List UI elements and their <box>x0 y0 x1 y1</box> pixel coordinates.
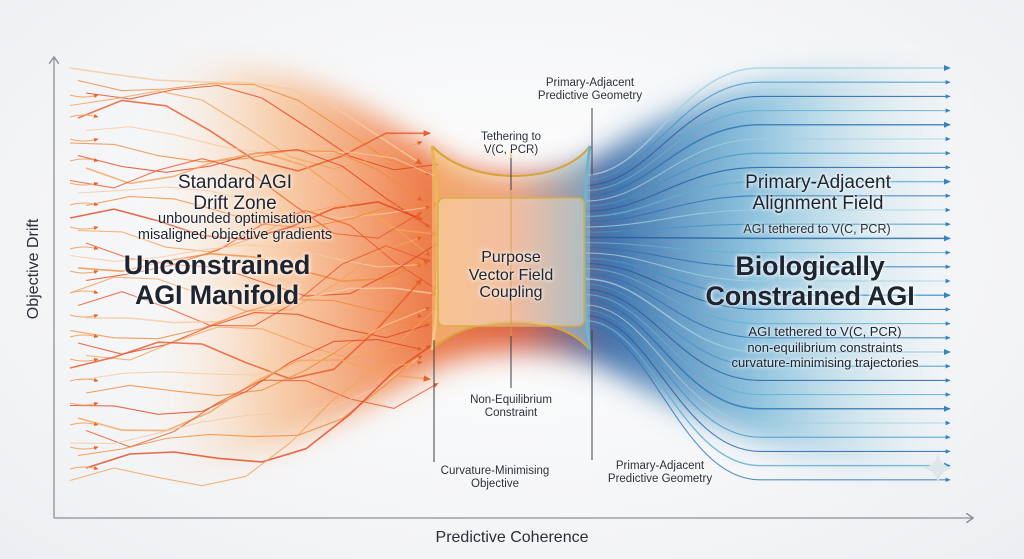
aligned-stream-line <box>584 80 951 181</box>
aligned-stream-line <box>584 304 951 426</box>
drift-stream-line <box>85 287 439 324</box>
drift-arrow <box>69 358 99 363</box>
drift-arrow <box>69 421 99 426</box>
drift-stream-line <box>85 151 439 237</box>
drift-stream-line <box>69 90 423 170</box>
drift-stream-line <box>77 203 431 257</box>
drift-stream-line <box>85 210 439 291</box>
drift-stream-line <box>85 242 439 297</box>
y-axis-label: Objective Drift <box>25 218 43 320</box>
drift-stream-line <box>69 360 423 487</box>
drift-arrow <box>69 446 99 451</box>
aligned-stream-line <box>584 299 951 412</box>
aligned-stream-lines <box>584 65 951 482</box>
drift-stream-line <box>69 201 423 241</box>
drift-arrow <box>69 94 99 99</box>
drift-stream-line <box>69 339 423 415</box>
drift-stream-line <box>69 236 423 312</box>
drift-arrow <box>69 314 99 319</box>
x-axis-label: Predictive Coherence <box>435 529 589 546</box>
coupling-lens <box>430 145 592 351</box>
aligned-stream-line <box>584 136 951 202</box>
bottom-geometry-label: Primary-Adjacent Predictive Geometry <box>607 460 713 485</box>
top-geometry-label: Primary-Adjacent Predictive Geometry <box>537 77 643 102</box>
aligned-stream-line <box>584 314 951 454</box>
axes <box>54 58 972 518</box>
non-equilibrium-label: Non-Equilibrium Constraint <box>470 394 552 419</box>
drift-zone-title: Standard AGI Drift Zone <box>177 172 293 215</box>
aligned-stream-line <box>584 278 951 355</box>
drift-stream-lines <box>69 67 439 487</box>
unconstrained-manifold-title: Unconstrained AGI Manifold <box>123 250 311 310</box>
drift-arrow <box>69 226 99 231</box>
aligned-stream-line <box>584 94 951 186</box>
drift-stream-line <box>77 252 431 282</box>
drift-arrow <box>69 465 99 470</box>
drift-arrow <box>69 333 99 338</box>
drift-stream-line <box>69 298 423 340</box>
drift-stream-line <box>77 245 431 327</box>
curvature-label: Curvature-Minimising Objective <box>440 465 550 490</box>
aligned-stream-line <box>584 235 951 242</box>
drift-stream-line <box>69 244 423 268</box>
aligned-stream-line <box>584 193 951 223</box>
drift-stream-line <box>85 379 439 448</box>
aligned-stream-line <box>584 247 951 269</box>
leader-lines <box>433 108 593 462</box>
drift-stream-line <box>77 79 431 176</box>
aligned-stream-line <box>584 288 951 383</box>
sparkle-icon <box>922 452 954 484</box>
constrained-agi-properties: AGI tethered to V(C, PCR) non-equilibriu… <box>731 324 919 371</box>
aligned-stream-line <box>584 262 951 312</box>
aligned-stream-line <box>584 121 951 197</box>
aligned-stream-line <box>584 207 951 228</box>
aligned-stream-line <box>584 268 951 326</box>
drift-arrow <box>69 289 99 294</box>
aligned-stream-line <box>584 283 951 369</box>
drift-stream-line <box>69 278 423 380</box>
aligned-stream-line <box>584 65 951 176</box>
drift-arrow <box>69 270 99 275</box>
drift-stream-line <box>69 142 423 202</box>
drift-arrow <box>69 377 99 382</box>
drift-stream-line <box>77 359 431 432</box>
drift-stream-line <box>85 317 439 397</box>
aligned-stream-line <box>584 252 951 284</box>
drift-stream-line <box>77 344 431 457</box>
aligned-stream-line <box>584 178 951 218</box>
aligned-stream-line <box>584 108 951 192</box>
alignment-field-subtitle: AGI tethered to V(C, PCR) <box>743 222 891 236</box>
aligned-stream-line <box>584 319 951 469</box>
aligned-stream-line <box>584 309 951 440</box>
coupling-label: Purpose Vector Field Coupling <box>468 249 554 302</box>
drift-zone-subtitle: unbounded optimisation misaligned object… <box>137 211 333 244</box>
aligned-stream-line <box>584 273 951 340</box>
aligned-stream-line <box>584 222 951 233</box>
drift-stream-line <box>85 306 439 361</box>
aligned-stream-line <box>584 242 951 255</box>
drift-stream-line <box>69 67 423 166</box>
drift-stream-line <box>85 84 439 171</box>
tether-label: Tethering to V(C, PCR) <box>480 131 542 156</box>
aligned-stream-line <box>584 165 951 212</box>
drift-arrow <box>69 113 99 118</box>
drift-arrow <box>69 245 99 250</box>
aligned-stream-line <box>584 151 951 207</box>
drift-arrow <box>69 402 99 407</box>
drift-arrow <box>69 138 99 143</box>
drift-arrow <box>69 182 99 187</box>
drift-arrow <box>69 201 99 206</box>
drift-stream-line <box>69 355 423 445</box>
drift-stream-line <box>77 306 431 382</box>
aligned-stream-line <box>584 325 951 482</box>
drift-stream-line <box>85 340 439 469</box>
drift-arrow <box>69 157 99 162</box>
alignment-field-title: Primary-Adjacent Alignment Field <box>745 172 891 215</box>
constrained-agi-title: Biologically Constrained AGI <box>705 251 915 311</box>
aligned-stream-line <box>584 257 951 299</box>
aligned-stream-line <box>584 294 951 397</box>
drift-stream-line <box>77 99 431 172</box>
